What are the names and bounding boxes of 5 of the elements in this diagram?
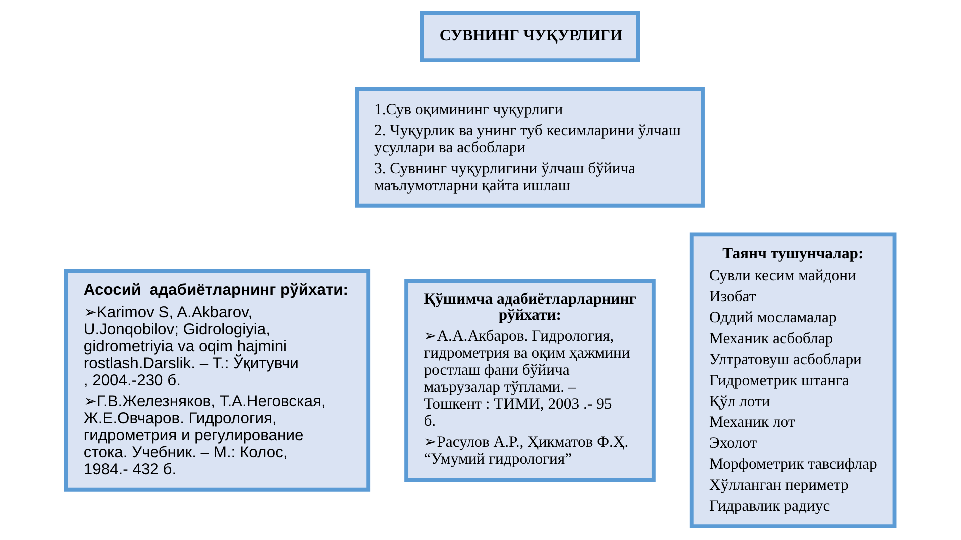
node-box: Таянч тушунчалар: Сувли кесим майдони Изобат Оддий мосламалар Механик асбоблар Ултратовуш асбоблари Гидрометрик штанга Қўл лоти Механик лот Эхолот Морфометрик тавсифлар Хўлланган периметр Гидравлик радиус — [690, 232, 897, 528]
node-box: 1.Сув оқимининг чуқурлиги 2. Чуқурлик ва унинг туб кесимларини ўлчаш усуллари ва асбоблари 3. Сувнинг чуқурлигини ўлчаш бўйича маълумотларни қайта ишлаш — [356, 87, 705, 208]
node-box: СУВНИНГ ЧУҚУРЛИГИ — [420, 12, 640, 63]
node-box: Асосий адабиётларнинг рўйхати: ➢Karimov S, A.Akbarov, U.Jonqobilov; Gidrologiyia, gidrometriyia va oqim hajmini rostlash.Darslik. – T.: Ўқитувчи , 2004.-230 б. ➢Г.В.Железняков, Т.А.Неговская, Ж.Е.Овчаров. Гидрология, гидрометрия и регулирование стока. Учебник. – М.: Колос, 1984.- 432 б. — [64, 269, 371, 492]
node-box: Қўшимча адабиётларларнинг рўйхати: ➢А.А.Акбаров. Гидрология, гидрометрия ва оқим ҳажмини ростлаш фани бўйича маърузалар тўплами. – Тошкент : ТИМИ, 2003 .- 95 б. ➢Расулов А.Р., Ҳикматов Ф.Ҳ. “Умумий гидрология” — [404, 279, 656, 482]
